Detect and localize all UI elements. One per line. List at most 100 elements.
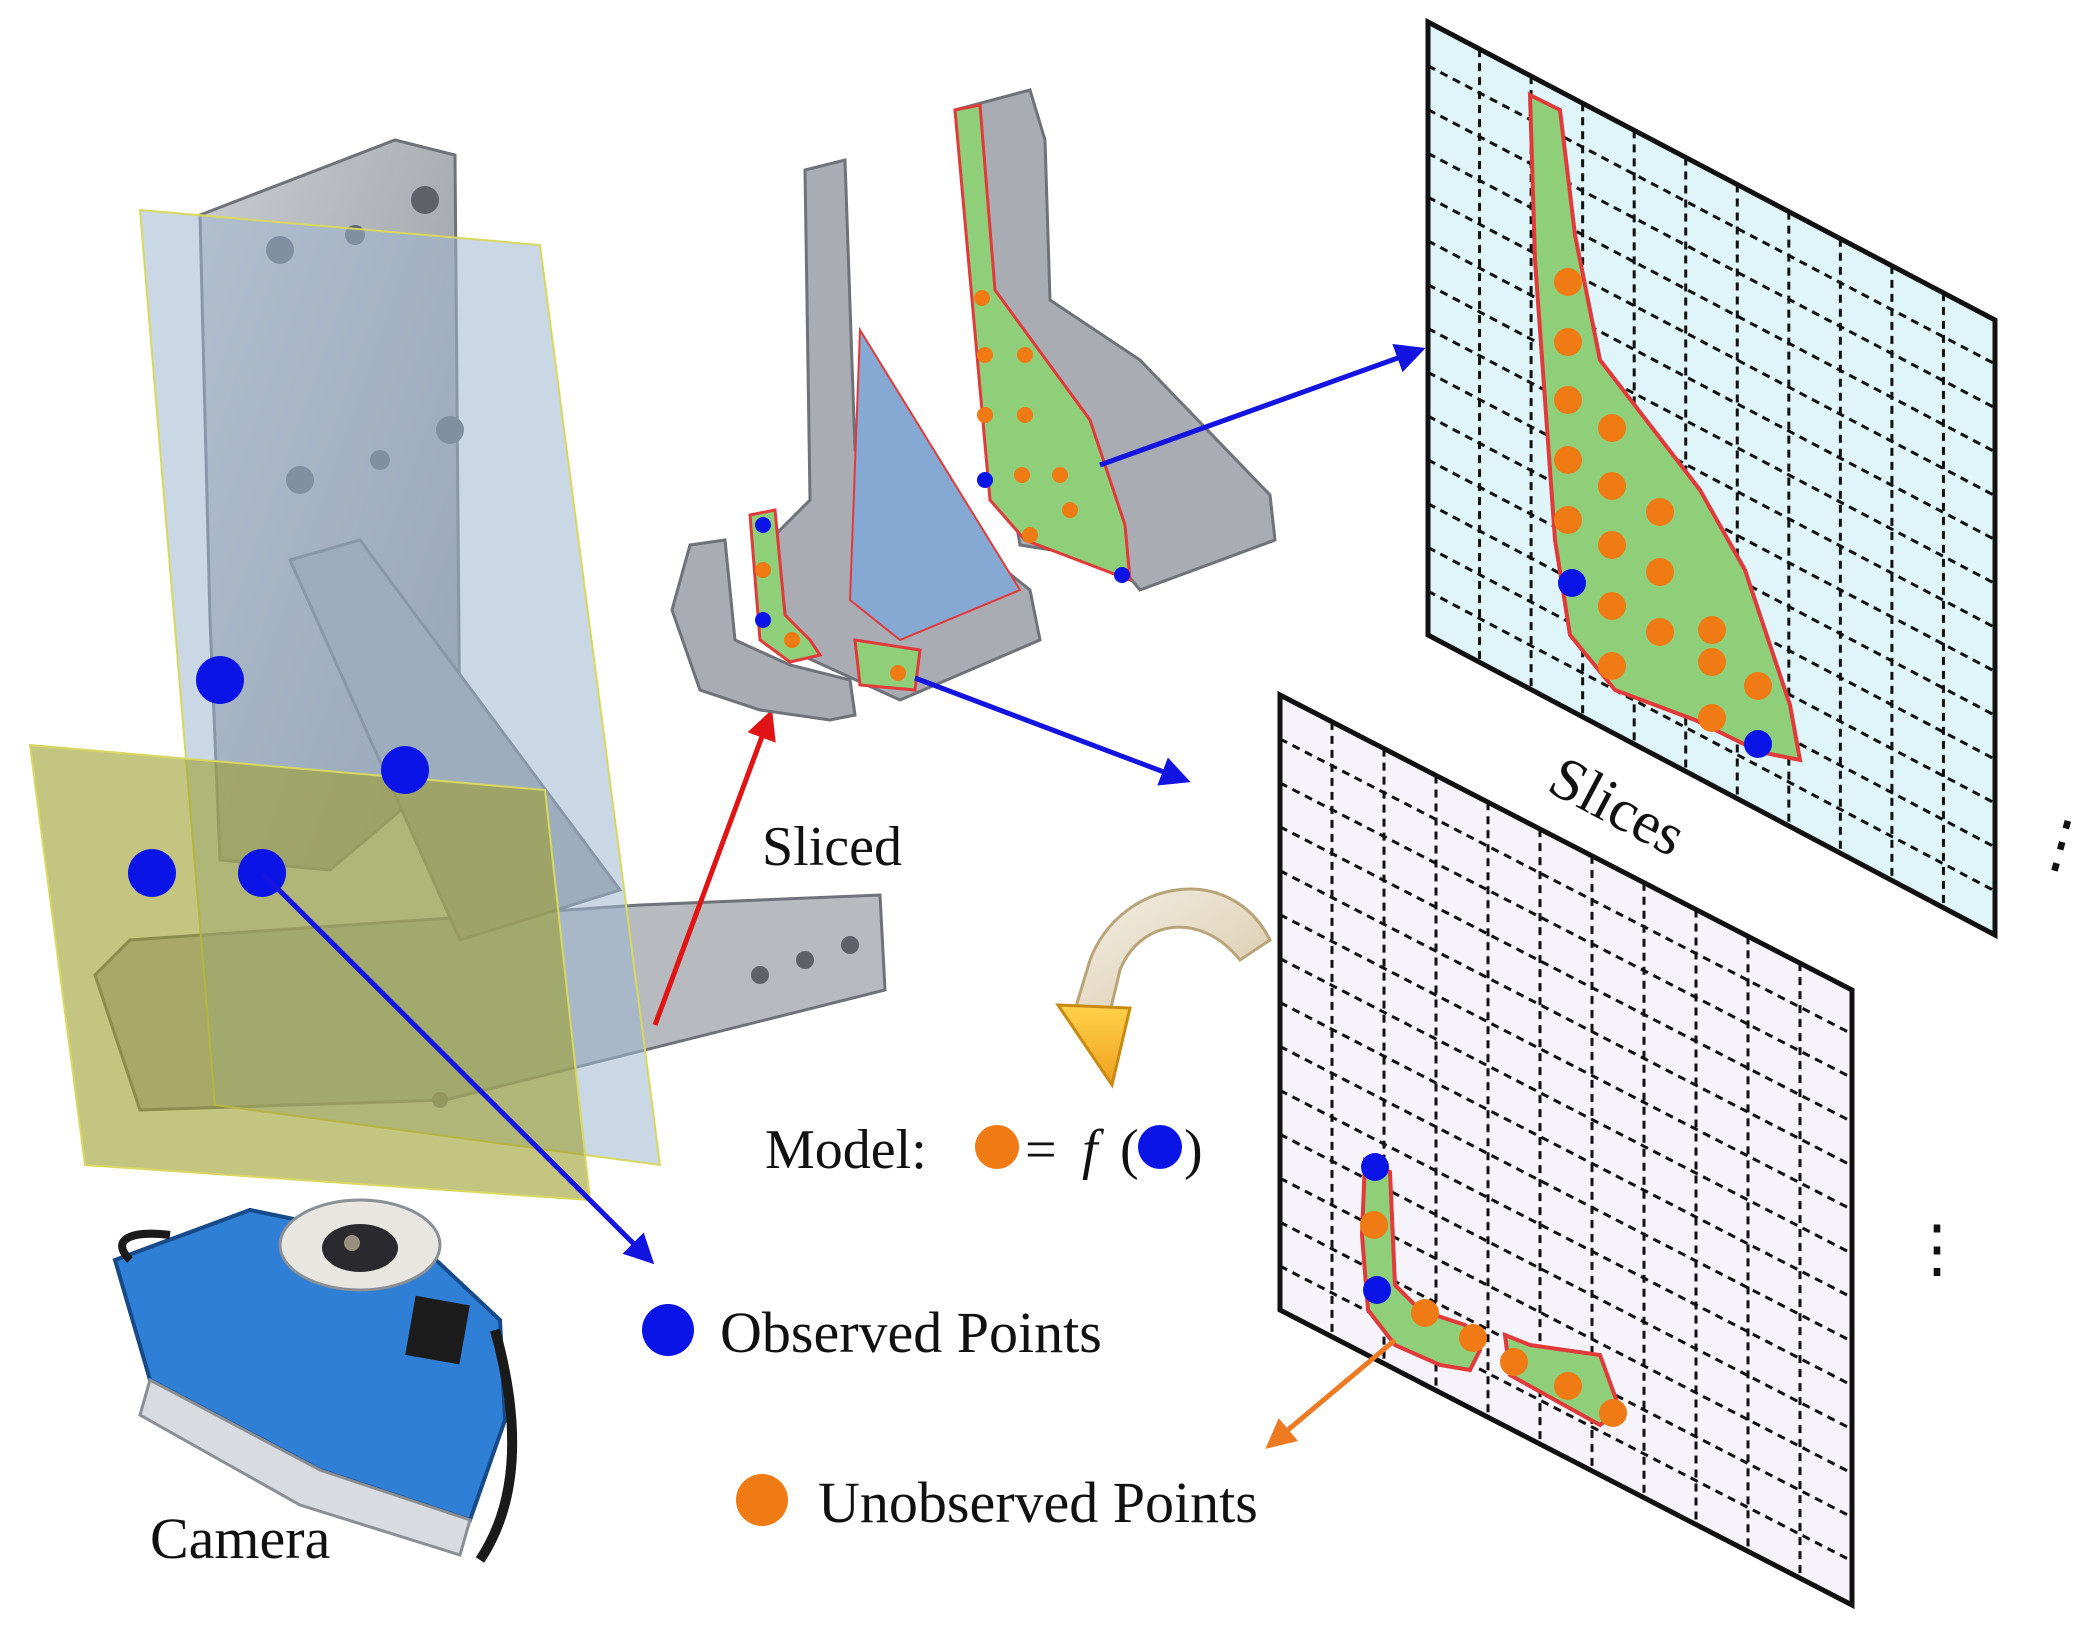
model-observed-dot — [1138, 1125, 1182, 1169]
arrow-to-top-slice — [1099, 344, 1426, 468]
grid-top-lines — [1427, 49, 1996, 908]
legend-unobserved-label: Unobserved Points — [818, 1470, 1258, 1535]
grid-unobserved-point — [1554, 1372, 1582, 1400]
model-unobserved-dot — [975, 1125, 1019, 1169]
observed-point — [196, 656, 244, 704]
grid-top-points — [1554, 268, 1772, 758]
grid-unobserved-point — [1646, 558, 1674, 586]
ellipsis-top: ⋮ — [2022, 802, 2074, 887]
grid-unobserved-point — [1554, 386, 1582, 414]
model-prefix: Model: — [765, 1119, 927, 1181]
grid-row-line — [1427, 108, 1996, 410]
grid-bottom-lines — [1279, 721, 1853, 1579]
label-sliced: Sliced — [762, 816, 902, 878]
grid-unobserved-point — [1554, 446, 1582, 474]
grid-observed-point — [1363, 1276, 1391, 1304]
model-function: f — [1082, 1119, 1105, 1181]
legend-unobserved-dot — [736, 1474, 788, 1526]
grid-observed-point — [1558, 569, 1586, 597]
model-equation: Model: = f ( ) — [765, 1119, 1203, 1181]
grid-unobserved-point — [1598, 472, 1626, 500]
camera-lens-glint — [344, 1235, 360, 1251]
grid-row-line — [1279, 737, 1853, 1036]
arrow-sliced — [652, 709, 776, 1026]
grid-row-line — [1279, 825, 1853, 1124]
grid-row-line — [1427, 458, 1996, 761]
sliced-observed-points — [755, 472, 1130, 628]
grid-unobserved-point — [1459, 1324, 1487, 1352]
grid-unobserved-point — [1599, 1399, 1627, 1427]
grid-top-slice-region — [1527, 91, 1803, 763]
grid-row-line — [1427, 195, 1996, 498]
grid-unobserved-point — [1646, 498, 1674, 526]
legend-observed-dot — [642, 1304, 694, 1356]
sliced-pieces — [670, 88, 1277, 722]
grid-unobserved-point — [1646, 618, 1674, 646]
camera-device — [112, 1198, 518, 1563]
camera-strap — [118, 1229, 171, 1263]
grid-row-line — [1427, 414, 1996, 717]
observed-point — [381, 746, 429, 794]
grid-unobserved-point — [1554, 506, 1582, 534]
grid-unobserved-point — [1744, 672, 1772, 700]
model-equals: = — [1025, 1119, 1057, 1181]
slicing-plane-olive — [28, 743, 592, 1202]
camera-side — [138, 1377, 472, 1557]
grid-row-line — [1279, 1045, 1853, 1343]
grid-top-background — [1425, 17, 1998, 940]
ellipsis-bottom: ⋮ — [1905, 1213, 1969, 1284]
grid-observed-point — [1744, 730, 1772, 758]
grid-row-line — [1279, 1220, 1853, 1519]
grid-row-line — [1279, 781, 1853, 1080]
grid-unobserved-point — [1698, 648, 1726, 676]
grid-bottom-background — [1277, 690, 1855, 1610]
grid-row-line — [1279, 1089, 1853, 1387]
legend-unobserved: Unobserved Points — [736, 1470, 1258, 1535]
grid-unobserved-point — [1360, 1211, 1388, 1239]
legend-observed: Observed Points — [642, 1300, 1102, 1365]
grid-row-line — [1427, 327, 1996, 629]
sliced-piece-curve — [670, 538, 857, 722]
grid-row-line — [1427, 546, 1996, 849]
grid-unobserved-point — [1554, 328, 1582, 356]
curved-arrow-head — [1055, 1003, 1132, 1089]
grid-observed-point — [1361, 1153, 1389, 1181]
grid-row-line — [1427, 502, 1996, 805]
grid-row-line — [1279, 869, 1853, 1168]
observed-point — [128, 849, 176, 897]
camera-lens — [322, 1224, 398, 1272]
observed-points-on-part — [128, 656, 429, 897]
sliced-face-small — [853, 638, 922, 692]
grid-row-line — [1279, 957, 1853, 1255]
camera-connector — [405, 1295, 470, 1365]
grid-row-line — [1279, 1264, 1853, 1563]
grid-unobserved-point — [1500, 1348, 1528, 1376]
grid-row-line — [1279, 913, 1853, 1211]
machined-part-assembly — [28, 138, 887, 1202]
grid-unobserved-point — [1598, 652, 1626, 680]
curved-arrow-body — [1073, 887, 1272, 1014]
label-camera: Camera — [150, 1506, 330, 1571]
arrow-to-unobserved-legend — [1265, 1338, 1397, 1449]
grid-row-line — [1427, 239, 1996, 541]
grid-row-line — [1427, 370, 1996, 673]
grid-row-line — [1279, 1001, 1853, 1299]
slice-grid-bottom — [1277, 690, 1855, 1610]
camera-cable — [475, 1328, 518, 1563]
grid-row-line — [1427, 283, 1996, 585]
arrow-to-bottom-slice — [914, 675, 1191, 786]
grid-row-line — [1279, 1132, 1853, 1431]
grid-unobserved-point — [1698, 704, 1726, 732]
grid-unobserved-point — [1598, 414, 1626, 442]
grid-unobserved-point — [1698, 616, 1726, 644]
model-curved-arrow — [1055, 887, 1272, 1089]
arrow-to-observed-legend — [260, 871, 655, 1265]
model-open-paren: ( — [1120, 1119, 1139, 1181]
grid-row-line — [1427, 589, 1996, 893]
model-close-paren: ) — [1184, 1119, 1203, 1181]
legend-observed-label: Observed Points — [720, 1300, 1102, 1365]
grid-unobserved-point — [1554, 268, 1582, 296]
slice-grid-top — [1425, 17, 1998, 940]
grid-row-line — [1427, 152, 1996, 454]
grid-bottom-points — [1360, 1153, 1627, 1427]
